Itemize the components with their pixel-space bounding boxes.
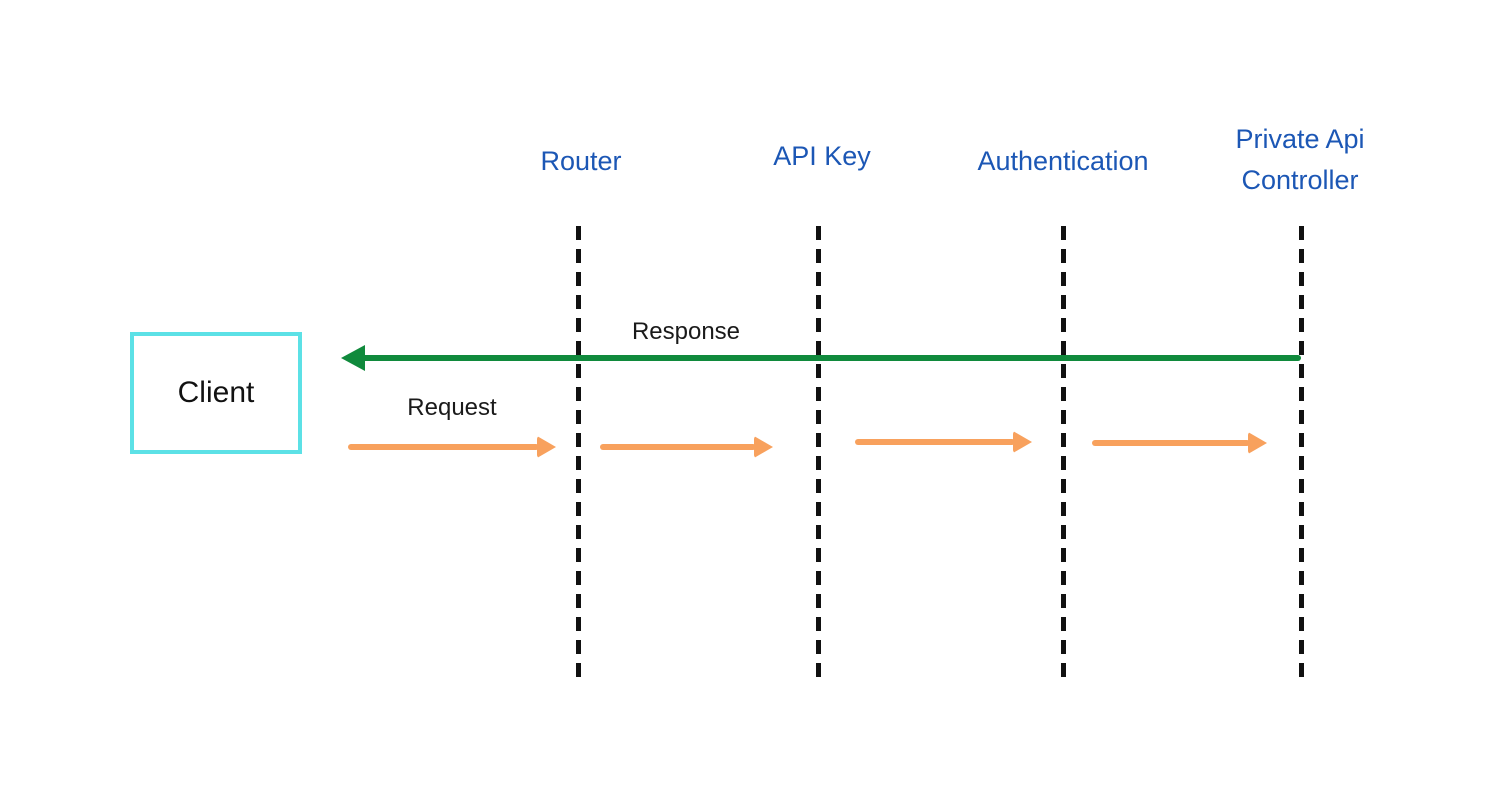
lifeline-private-api-controller — [1299, 226, 1304, 680]
lifeline-label-api-key: API Key — [773, 141, 871, 171]
lifeline-api-key — [816, 226, 821, 680]
request-arrowhead-apikey-authentication-icon — [1013, 431, 1032, 453]
request-arrow-line-client-router — [348, 444, 539, 450]
client-node: Client — [130, 332, 302, 454]
request-arrow-line-apikey-authentication — [855, 439, 1015, 445]
client-label: Client — [177, 376, 255, 409]
request-arrowhead-authentication-controller-icon — [1248, 432, 1267, 454]
response-arrow-line — [360, 355, 1301, 361]
lifeline-label-authentication: Authentication — [977, 146, 1149, 176]
request-arrow-line-router-apikey — [600, 444, 756, 450]
request-arrowhead-client-router-icon — [537, 436, 556, 458]
lifeline-authentication — [1061, 226, 1066, 680]
lifeline-router — [576, 226, 581, 680]
request-arrowhead-router-apikey-icon — [754, 436, 773, 458]
response-label: Response — [631, 318, 741, 345]
request-arrow-line-authentication-controller — [1092, 440, 1250, 446]
lifeline-label-private-api-controller: Private Api Controller — [1235, 124, 1365, 195]
response-arrowhead-icon — [341, 345, 365, 371]
request-label: Request — [407, 394, 497, 421]
lifeline-label-router: Router — [540, 146, 622, 176]
